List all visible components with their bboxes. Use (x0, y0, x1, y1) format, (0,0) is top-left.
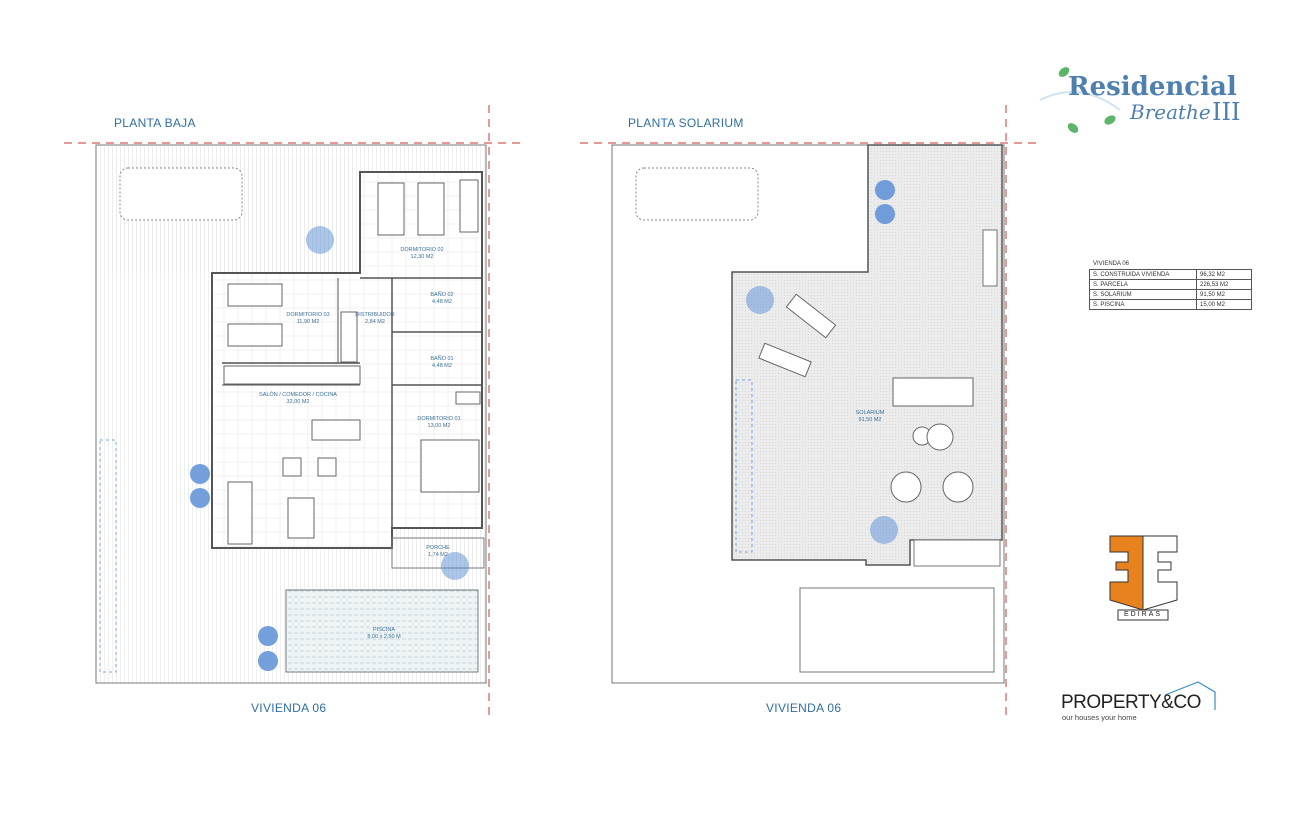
axis-lines (64, 105, 1040, 720)
ediras-logo-text: EDIRAS (1123, 611, 1163, 618)
residencial-logo-text: Residencial (1068, 72, 1237, 102)
residencial-logo-numeral: III (1212, 98, 1241, 126)
residencial-leaves-icon (1039, 67, 1121, 133)
summary-title: VIVIENDA 06 (1093, 261, 1130, 267)
property-roof-icon (1164, 681, 1216, 710)
planta-solarium-plan (611, 144, 1005, 684)
plan-title-baja: PLANTA BAJA (114, 116, 196, 130)
plan-footer-baja: VIVIENDA 06 (251, 701, 327, 715)
plan-title-solarium: PLANTA SOLARIUM (628, 116, 744, 130)
property-logo-tagline: our houses your home (1062, 713, 1137, 722)
plan-footer-solarium: VIVIENDA 06 (766, 701, 842, 715)
planta-baja-plan (95, 144, 487, 684)
ediras-logo (1109, 535, 1178, 621)
residencial-logo-breathe: Breathe (1130, 100, 1211, 124)
property-logo-text: PROPERTY&CO (1061, 692, 1201, 713)
